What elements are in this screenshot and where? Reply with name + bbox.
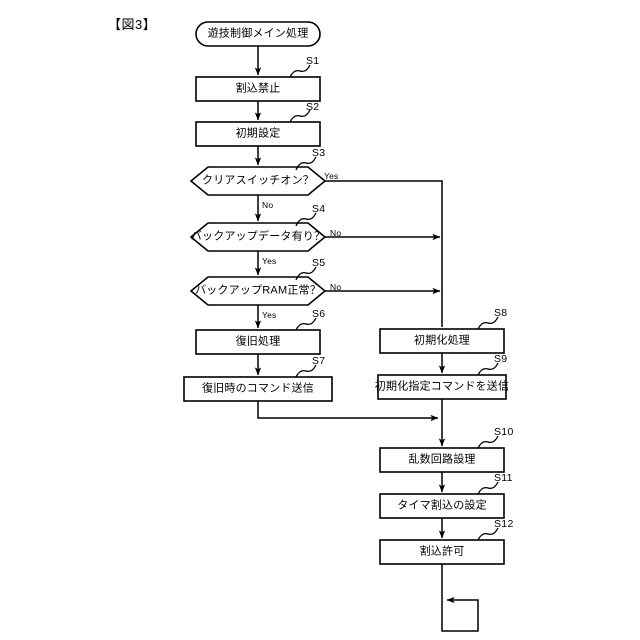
step-tag-S5: S5 — [312, 257, 326, 269]
node-S11-label: タイマ割込の設定 — [397, 499, 487, 512]
leader-S11 — [477, 481, 499, 495]
node-S1-shape — [195, 76, 321, 102]
edge-S12-loop — [441, 564, 479, 632]
edge-label-s4-no: No — [330, 228, 342, 238]
node-S7-shape — [183, 376, 333, 402]
node-S10-shape — [379, 447, 505, 473]
node-S1-label: 割込禁止 — [235, 82, 281, 95]
leader-S3 — [295, 156, 317, 171]
step-tag-S1: S1 — [306, 55, 320, 67]
edge-label-s3-no: No — [262, 200, 274, 210]
leader-S2 — [289, 109, 311, 123]
edge-S7-merge — [257, 401, 439, 422]
step-tag-S12: S12 — [494, 518, 514, 530]
leader-S4 — [295, 212, 317, 227]
node-S4-shape — [189, 222, 327, 252]
leader-S6 — [295, 317, 317, 331]
step-tag-S11: S11 — [494, 472, 513, 484]
node-S2-shape — [195, 121, 321, 147]
step-tag-S2: S2 — [306, 101, 320, 113]
edge-label-s5-yes: Yes — [262, 310, 277, 320]
node-S8-label: 初期化処理 — [414, 334, 470, 347]
leader-S12 — [477, 527, 499, 541]
leader-S8 — [477, 316, 499, 330]
step-tag-S9: S9 — [494, 353, 508, 365]
leader-S10 — [477, 435, 499, 449]
leader-S7 — [295, 364, 317, 378]
node-S9-label: 初期化指定コマンドを送信 — [374, 380, 510, 393]
node-S2-label: 初期設定 — [235, 127, 281, 140]
node-S12-shape — [379, 539, 505, 565]
node-start-label: 遊技制御メイン処理 — [207, 27, 309, 40]
node-S8-shape — [379, 328, 505, 354]
node-S5-label: バックアップRAM正常？ — [195, 284, 321, 297]
step-tag-S7: S7 — [312, 355, 326, 367]
node-S11-shape — [379, 493, 505, 519]
node-S4-label: バックアップデータ有り？ — [190, 230, 326, 243]
node-S6-label: 復旧処理 — [235, 335, 281, 348]
step-tag-S3: S3 — [312, 147, 326, 159]
node-S5-shape — [189, 276, 327, 306]
node-S9-shape — [377, 374, 507, 400]
node-S10-label: 乱数回路設理 — [408, 453, 476, 466]
leader-S1 — [289, 64, 311, 78]
step-tag-S6: S6 — [312, 308, 326, 320]
node-S3-shape — [189, 166, 327, 196]
node-S3-label: クリアスイッチオン？ — [202, 174, 314, 187]
node-S7-label: 復旧時のコマンド送信 — [202, 382, 314, 395]
step-tag-S4: S4 — [312, 203, 326, 215]
step-tag-S8: S8 — [494, 307, 508, 319]
leader-S5 — [295, 266, 317, 281]
edge-label-s4-yes: Yes — [262, 256, 277, 266]
node-S12-label: 割込許可 — [419, 545, 465, 558]
leader-S9 — [477, 362, 499, 376]
edge-S3-yes-branch — [325, 180, 443, 327]
node-S6-shape — [195, 329, 321, 355]
step-tag-S10: S10 — [494, 426, 514, 438]
edge-label-s3-yes: Yes — [324, 171, 339, 181]
edge-label-s5-no: No — [330, 282, 342, 292]
figure-title: 【図3】 — [108, 17, 157, 32]
